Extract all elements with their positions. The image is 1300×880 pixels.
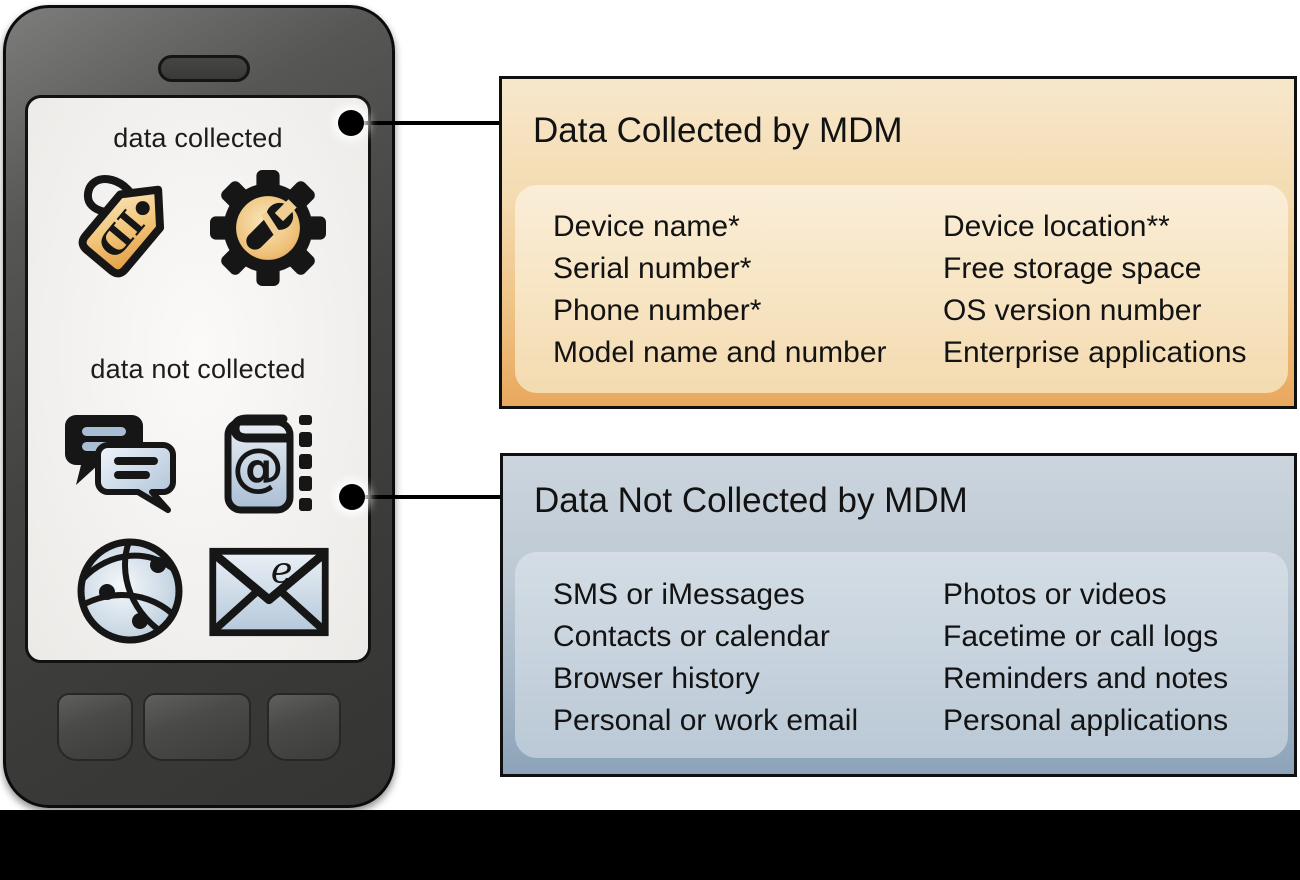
address-book-icon: @ <box>206 404 324 524</box>
list-item: OS version number <box>943 294 1202 327</box>
list-item: Personal or work email <box>553 704 859 737</box>
list-item: Photos or videos <box>943 578 1167 611</box>
globe-network-icon <box>70 531 190 651</box>
collected-list-panel: Device name* Serial number* Phone number… <box>515 185 1288 393</box>
connector-dot-not-collected <box>339 484 365 510</box>
phone-button-right <box>267 693 341 761</box>
bottom-black-bar <box>0 810 1300 880</box>
list-item: Device location** <box>943 210 1170 243</box>
chat-messages-icon <box>52 403 182 523</box>
connector-line-collected <box>351 121 499 125</box>
not-collected-box-title: Data Not Collected by MDM <box>534 481 968 520</box>
collected-box-title: Data Collected by MDM <box>533 111 903 150</box>
list-item: Browser history <box>553 662 760 695</box>
connector-line-not-collected <box>352 495 500 499</box>
list-item: Phone number* <box>553 294 762 327</box>
list-item: Device name* <box>553 210 740 243</box>
not-collected-box: Data Not Collected by MDM SMS or iMessag… <box>500 453 1297 777</box>
list-item: Reminders and notes <box>943 662 1229 695</box>
phone-button-left <box>57 693 133 761</box>
not-collected-list-panel: SMS or iMessages Contacts or calendar Br… <box>515 552 1288 758</box>
screen-label-collected: data collected <box>113 123 283 153</box>
list-item: Free storage space <box>943 252 1202 285</box>
list-item: Facetime or call logs <box>943 620 1219 653</box>
not-collected-list-right: Photos or videos Facetime or call logs R… <box>943 574 1228 742</box>
list-item: SMS or iMessages <box>553 578 805 611</box>
phone-button-center <box>143 693 251 761</box>
collected-list-right: Device location** Free storage space OS … <box>943 206 1247 374</box>
id-tag-icon: ID <box>68 166 188 286</box>
email-icon: e <box>206 543 332 641</box>
collected-list-left: Device name* Serial number* Phone number… <box>553 206 887 374</box>
connector-dot-collected <box>338 110 364 136</box>
screen-label-not-collected: data not collected <box>90 354 306 384</box>
list-item: Enterprise applications <box>943 336 1247 369</box>
not-collected-list-left: SMS or iMessages Contacts or calendar Br… <box>553 574 858 742</box>
gear-icon <box>210 170 326 286</box>
list-item: Serial number* <box>553 252 752 285</box>
list-item: Model name and number <box>553 336 887 369</box>
phone-speaker <box>158 55 250 82</box>
collected-box: Data Collected by MDM Device name* Seria… <box>499 76 1297 409</box>
wrench-glyph <box>246 199 297 250</box>
at-symbol: @ <box>232 438 284 498</box>
envelope-letter: e <box>271 548 293 591</box>
list-item: Personal applications <box>943 704 1229 737</box>
list-item: Contacts or calendar <box>553 620 830 653</box>
